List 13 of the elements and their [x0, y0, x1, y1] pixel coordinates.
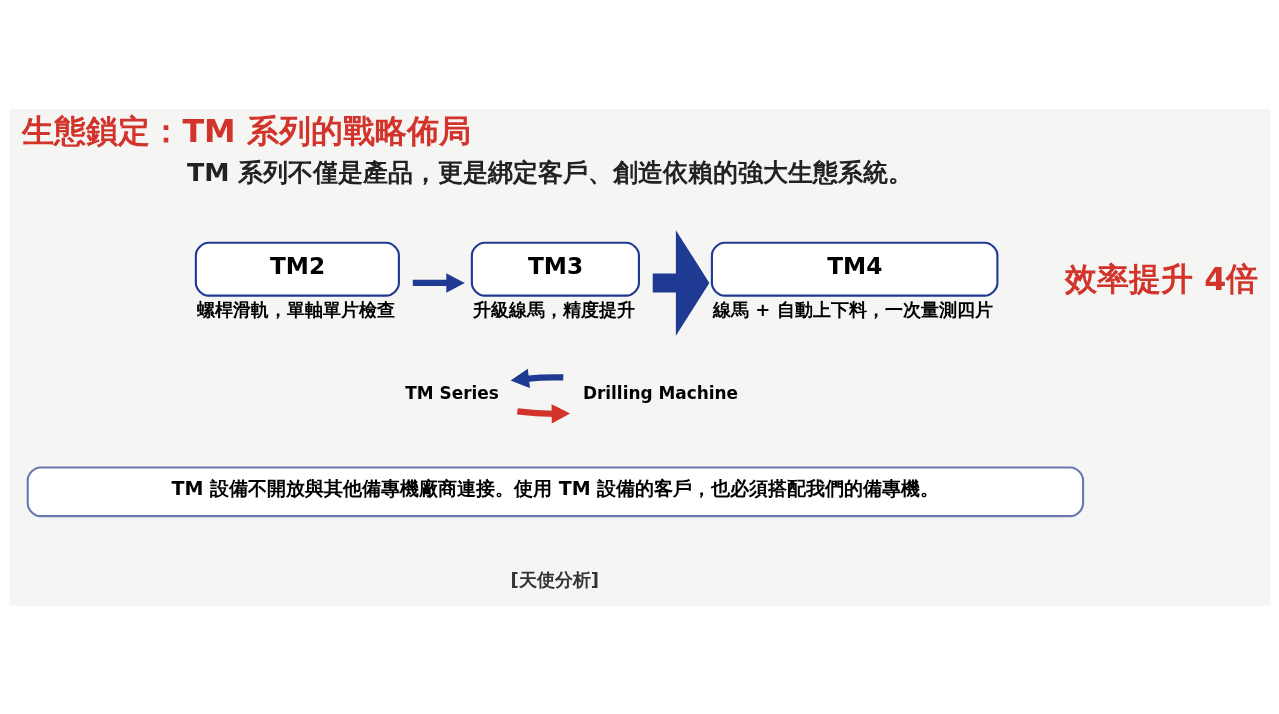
- label: 效率提升 4倍: [1064, 260, 1258, 297]
- node-label: 線馬 + 自動上下料，一次量測四片: [712, 298, 993, 320]
- label: TM 系列不僅是產品，更是綁定客戶、創造依賴的強大生態系統。: [186, 156, 913, 187]
- node-label: 螺桿滑軌，單軸單片檢查: [196, 298, 395, 320]
- arrow: [516, 403, 570, 424]
- node-text: TM Series: [404, 382, 499, 403]
- node-label: 升級線馬，精度提升: [472, 298, 635, 320]
- diagram-title: 生態鎖定：TM 系列的戰略佈局: [21, 112, 471, 149]
- arrow: [652, 229, 709, 336]
- arrow: [510, 368, 563, 388]
- arrow: [412, 272, 465, 293]
- node-text: Drilling Machine: [582, 382, 738, 403]
- label: [天使分析]: [509, 568, 599, 590]
